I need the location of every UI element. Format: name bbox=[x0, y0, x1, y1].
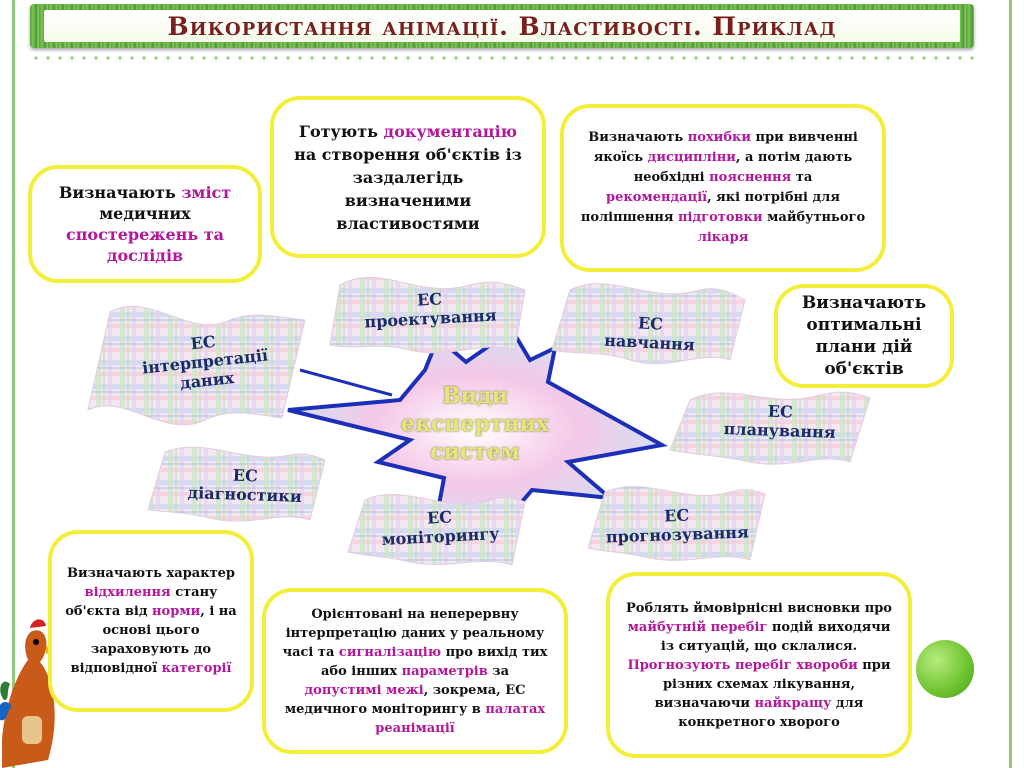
text-run: медичних bbox=[99, 204, 191, 223]
text-run: Визначають характер bbox=[66, 566, 236, 581]
flag-label-planning: ЕС планування bbox=[694, 399, 865, 443]
text-run: Орієнтовані на неперервну інтерпретацію … bbox=[282, 606, 545, 660]
text-run: за bbox=[487, 663, 510, 679]
bubble-monitoring: Орієнтовані на неперервну інтерпретацію … bbox=[262, 588, 568, 754]
text-run: стану об'єкта від bbox=[65, 585, 218, 619]
flag-interpretation bbox=[87, 305, 306, 426]
flag-label-diagnostics: ЕС діагностики bbox=[159, 463, 330, 507]
text-run: про вихід тих або інших bbox=[320, 644, 548, 679]
highlight-run: пояснення bbox=[709, 170, 792, 185]
highlight-run: зміст bbox=[181, 183, 232, 202]
highlight-run: похибки bbox=[687, 130, 752, 145]
highlight-run: Прогнозують перебіг хвороби bbox=[627, 657, 858, 673]
text-run: , які потрібні для поліпшення bbox=[580, 190, 840, 225]
bubble-text: Готують документацію на створення об'єкт… bbox=[290, 120, 526, 235]
green-circle-button bbox=[916, 640, 974, 698]
text-run: при вивченні якоїсь bbox=[593, 130, 858, 165]
bubble-forecasting: Роблять ймовірнісні висновки про майбутн… bbox=[606, 572, 912, 758]
flag-forecasting bbox=[587, 486, 766, 561]
text-run: та bbox=[791, 170, 813, 185]
highlight-run: спостережень та дослідів bbox=[65, 225, 225, 265]
bubble-text: Визначають характер відхилення стану об'… bbox=[64, 564, 238, 678]
bubble-text: Орієнтовані на неперервну інтерпретацію … bbox=[282, 605, 548, 738]
flag-training bbox=[551, 283, 746, 365]
bubble-design: Готують документацію на створення об'єкт… bbox=[270, 96, 546, 258]
bubble-text: Визначають зміст медичних спостережень т… bbox=[46, 182, 244, 266]
text-run: Визначають bbox=[588, 130, 688, 145]
text-run: Роблять ймовірнісні висновки про bbox=[626, 600, 892, 616]
text-run: при різних схемах лікування, визначаючи bbox=[654, 657, 891, 711]
bubble-interpretation: Визначають зміст медичних спостережень т… bbox=[28, 165, 262, 283]
highlight-run: документацію bbox=[383, 121, 518, 141]
title-banner: Використання анімації. Властивості. Прик… bbox=[30, 4, 974, 48]
center-line-2: експертних bbox=[401, 411, 549, 437]
flag-monitoring bbox=[347, 494, 526, 566]
text-run: Готують bbox=[298, 121, 384, 141]
center-line-1: Види bbox=[442, 383, 508, 409]
text-run: майбутнього bbox=[762, 210, 866, 225]
bubble-planning: Визначають оптимальні плани дій об'єктів bbox=[774, 284, 954, 388]
text-run: для конкретного хворого bbox=[678, 695, 864, 730]
highlight-run: сигналізацію bbox=[338, 644, 442, 660]
highlight-run: палатах реанімації bbox=[375, 701, 546, 736]
dotted-divider bbox=[30, 56, 974, 60]
highlight-run: майбутній перебіг bbox=[627, 619, 768, 635]
highlight-run: підготовки bbox=[678, 210, 763, 225]
highlight-run: лікаря bbox=[697, 230, 749, 245]
highlight-run: рекомендації bbox=[606, 190, 708, 205]
bubble-diagnostics: Визначають характер відхилення стану об'… bbox=[48, 530, 254, 712]
bubble-text: Роблять ймовірнісні висновки про майбутн… bbox=[626, 599, 892, 732]
highlight-run: допустимі межі bbox=[304, 682, 424, 698]
left-frame-line bbox=[12, 0, 15, 768]
center-line-3: систем bbox=[430, 439, 520, 465]
slide-title: Використання анімації. Властивості. Прик… bbox=[167, 11, 837, 41]
text-run: , зокрема, ЕС медичного моніторингу в bbox=[284, 682, 526, 717]
text-run: , і на основі цього зараховують до відпо… bbox=[70, 604, 237, 676]
flag-label-forecasting: ЕС прогнозування bbox=[591, 503, 762, 547]
title-panel: Використання анімації. Властивості. Прик… bbox=[44, 10, 960, 42]
highlight-run: параметрів bbox=[401, 663, 488, 679]
bubble-text: Визначають оптимальні плани дій об'єктів bbox=[801, 293, 927, 379]
highlight-run: категорії bbox=[161, 661, 232, 676]
text-run: , а потім дають необхідні bbox=[633, 150, 853, 185]
flag-planning bbox=[669, 391, 871, 465]
bubble-text: Визначають похибки при вивченні якоїсь д… bbox=[580, 128, 866, 248]
right-frame-line bbox=[1009, 0, 1012, 768]
text-run: подій виходячи із ситуацій, що склалися. bbox=[660, 619, 891, 654]
highlight-run: норми bbox=[152, 604, 201, 619]
highlight-run: відхилення bbox=[84, 585, 171, 600]
bubble-training: Визначають похибки при вивченні якоїсь д… bbox=[560, 104, 886, 272]
flag-diagnostics bbox=[147, 446, 326, 522]
text-run: Визначають bbox=[58, 183, 182, 202]
text-run: на створення об'єктів із заздалегідь виз… bbox=[294, 144, 522, 233]
highlight-run: найкращу bbox=[754, 695, 832, 711]
highlight-run: дисципліни bbox=[647, 150, 736, 165]
center-star-label: Види експертних систем bbox=[370, 382, 580, 466]
flag-design bbox=[329, 276, 526, 354]
